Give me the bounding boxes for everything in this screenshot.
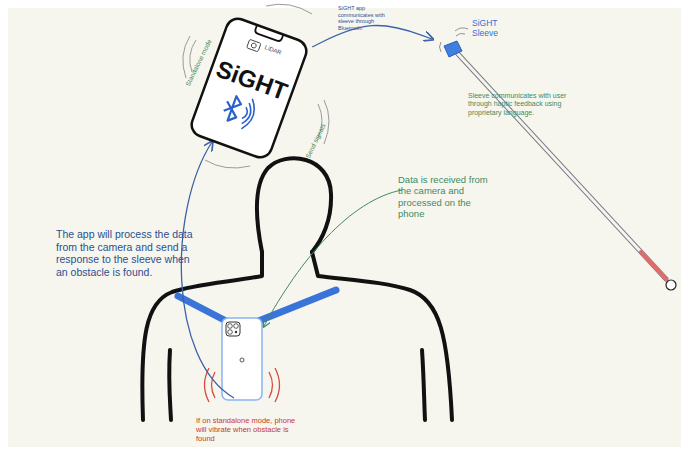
bluetooth-symbol	[221, 94, 243, 123]
camera-lens	[228, 324, 233, 329]
wave-arc	[440, 42, 442, 52]
right-shoulder	[312, 252, 452, 420]
camera-lens	[234, 324, 239, 329]
camera-module	[226, 322, 240, 336]
wave-arc	[456, 33, 465, 36]
left-arm	[169, 350, 171, 420]
strap-left	[178, 296, 228, 322]
wave-arc	[324, 100, 329, 144]
sleeve-device: SiGHT Sleeve	[432, 16, 514, 62]
standalone-note: If on standalone mode, phone will vibrat…	[196, 416, 300, 443]
camera-data-note: Data is received from the camera and pro…	[398, 174, 496, 220]
vibration-arc	[275, 368, 280, 402]
wave-arc	[241, 99, 258, 131]
bluetooth-waves	[239, 98, 259, 131]
phone-notch	[254, 25, 283, 42]
bluetooth-note: SiGHT app communicates with sleeve throu…	[338, 5, 396, 31]
vibration-waves	[205, 368, 280, 402]
head	[257, 158, 331, 252]
cane-roller	[666, 280, 676, 290]
vibration-arc	[212, 372, 216, 398]
white-cane	[458, 54, 676, 290]
phone-body	[222, 318, 262, 400]
cane-tip	[641, 252, 666, 279]
data-flow-arrow	[181, 142, 234, 398]
neck-strap	[178, 290, 336, 322]
sleeve-shape	[444, 41, 462, 57]
background-panel	[8, 8, 681, 447]
strap-right	[256, 290, 336, 322]
camera-icon	[247, 39, 261, 52]
left-shoulder	[142, 252, 262, 420]
app-process-note: The app will process the data from the c…	[56, 228, 196, 278]
cane-shaft	[458, 54, 666, 279]
wave-arc	[266, 4, 312, 14]
phone-frame	[188, 15, 309, 160]
device-name: SiGHT Sleeve	[472, 18, 504, 38]
haptic-waves	[440, 28, 469, 52]
camera-body	[247, 39, 261, 52]
vibration-arc	[269, 372, 273, 398]
wave-arc	[455, 28, 468, 31]
camera-flash	[235, 331, 237, 333]
sleeve-note: Sleeve communicates with user through ha…	[468, 92, 570, 117]
right-arm	[422, 350, 425, 420]
chest-phone	[222, 318, 262, 400]
camera-lens	[251, 43, 257, 49]
wave-arc	[242, 103, 254, 125]
cane-shaft	[458, 54, 666, 279]
signal-waves	[183, 4, 329, 168]
wave-arc	[205, 160, 250, 168]
leader-arrow	[264, 190, 402, 326]
bluetooth-link-arrow	[312, 26, 432, 47]
camera-lens	[228, 330, 233, 335]
phone-logo	[240, 358, 244, 362]
